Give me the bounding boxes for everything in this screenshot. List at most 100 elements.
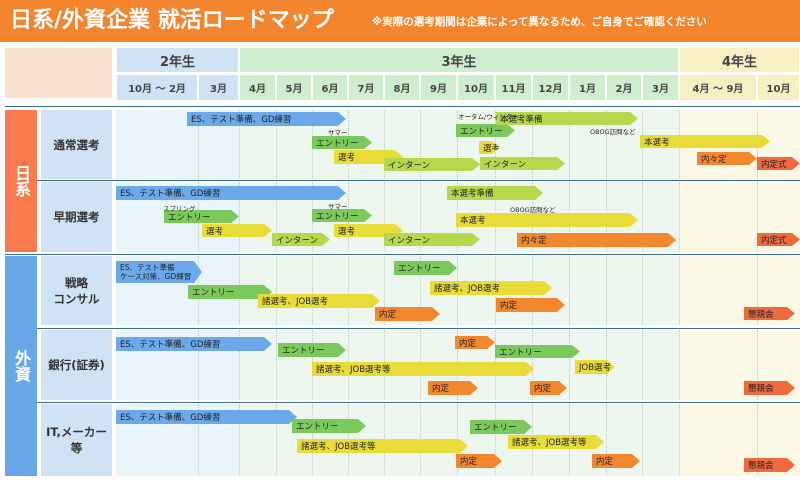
grid-line (384, 110, 385, 179)
timeline-bar: 内定 (530, 381, 567, 395)
grid-line (384, 256, 385, 325)
grid-line (642, 404, 643, 476)
bar-label: 内定 (379, 310, 397, 320)
timeline-bar: インターン (384, 158, 480, 171)
grid-line (606, 404, 607, 476)
timeline-bar: 内定 (456, 454, 502, 468)
small-annotation: OBOG訪問など (510, 206, 556, 214)
year-header-1: 2年生 (117, 48, 238, 72)
month-header: 7月 (349, 75, 383, 100)
small-annotation: サマー (328, 129, 348, 137)
bar-label: エントリー (316, 138, 359, 149)
timeline-bar: エントリー (495, 345, 580, 358)
timeline-bar: 懇親会 (744, 458, 795, 472)
bar-label: 本選考準備 (451, 189, 494, 199)
month-header: 10月 〜 2月 (117, 75, 197, 100)
timeline-bar: 本選考準備 (496, 112, 638, 125)
timeline-bar: 諸選考、JOB選考等 (297, 439, 468, 453)
bar-label: 本選考 (460, 216, 486, 226)
small-annotation: サマー (328, 203, 348, 211)
bar-label: 内定式 (761, 159, 787, 170)
timeline-bar: 内定 (455, 336, 495, 349)
bar-label: ES、テスト準備 ケース対策、GD練習 (120, 263, 192, 281)
grid-line (642, 256, 643, 325)
bar-label: 内定 (459, 338, 477, 349)
bar-label: 諸選考、JOB選考 (434, 284, 501, 294)
bar-label: インターン (388, 235, 431, 246)
grid-line (239, 182, 240, 252)
bar-label: エントリー (474, 423, 517, 433)
bar-label: エントリー (398, 264, 441, 274)
grid-line (348, 256, 349, 325)
bar-label: 内定 (596, 457, 614, 467)
grid-line (642, 330, 643, 400)
grid-line (420, 182, 421, 252)
bar-label: ES、テスト準備、GD練習 (191, 115, 292, 125)
grid-line (757, 330, 758, 400)
bar-label: エントリー (282, 346, 325, 356)
timeline-bar: 諸選考、JOB選考 (258, 294, 380, 308)
row-divider (5, 180, 800, 181)
title-bar (0, 0, 800, 42)
grid-line (198, 404, 199, 476)
row-divider (5, 106, 800, 107)
timeline-bar: 内定 (428, 381, 478, 395)
bar-label: 選考 (338, 226, 356, 237)
bar-label: エントリー (192, 288, 235, 298)
bar-label: 諸選考、JOB選考等 (316, 365, 391, 375)
bar-label: 諸選考、JOB選考 (262, 297, 329, 307)
timeline-bar: エントリー (292, 419, 366, 433)
bar-label: 本選考 (644, 137, 670, 148)
timeline-bar: ES、テスト準備、GD練習 (187, 112, 346, 126)
bar-label: 選考 (338, 153, 356, 163)
grid-line (757, 182, 758, 252)
grid-line (495, 404, 496, 476)
group-nikkei-text: 日系 (12, 165, 31, 197)
group-label-nikkei: 日系 (5, 110, 37, 252)
grid-line (679, 182, 680, 252)
small-annotation: スプリング (163, 205, 196, 213)
bar-label: 諸選考、JOB選考等 (579, 363, 612, 373)
category-label: 早期選考 (41, 182, 112, 252)
timeline-bar: エントリー (164, 210, 239, 223)
grid-line (198, 330, 199, 400)
year-header-2: 3年生 (240, 48, 678, 72)
bar-label: エントリー (460, 126, 503, 137)
month-header: 10月 (458, 75, 494, 100)
page-title: 日系/外資企業 就活ロードマップ (10, 8, 334, 33)
grid-line (276, 330, 277, 400)
bar-label: 内定 (534, 384, 552, 394)
grid-line (532, 110, 533, 179)
bar-label: ES、テスト準備、GD練習 (120, 340, 221, 350)
timeline-bar: ES、テスト準備、GD練習 (116, 337, 272, 351)
grid-line (569, 256, 570, 325)
timeline-bar: 諸選考、JOB選考等 (508, 435, 604, 449)
header-corner (5, 48, 112, 98)
year-header-3: 4年生 (680, 48, 799, 72)
bar-label: 懇親会 (748, 384, 774, 394)
timeline-bar: エントリー (278, 343, 346, 357)
bar-label: ES、テスト準備、GD練習 (120, 413, 221, 423)
grid-line (532, 330, 533, 400)
bar-label: 懇親会 (748, 309, 774, 320)
row-divider (5, 402, 800, 403)
grid-line (198, 110, 199, 179)
grid-line (679, 404, 680, 476)
grid-line (276, 110, 277, 179)
grid-line (420, 110, 421, 179)
timeline-bar: インターン (272, 233, 330, 246)
grid-line (642, 182, 643, 252)
bar-label: 諸選考、JOB選考等 (301, 442, 376, 452)
category-label: 通常選考 (41, 110, 112, 179)
bar-label: 選考 (206, 226, 224, 237)
grid-line (757, 404, 758, 476)
timeline-bar: 諸選考、JOB選考 (430, 281, 552, 295)
grid-line (757, 256, 758, 325)
timeline-bar: 本選考準備 (447, 186, 543, 200)
grid-line (239, 110, 240, 179)
bar-label: 諸選考、JOB選考等 (512, 438, 587, 448)
row-divider (5, 254, 800, 255)
timeline-bar: 内々定 (517, 233, 676, 247)
grid-line (569, 330, 570, 400)
timeline-bar: ES、テスト準備 ケース対策、GD練習 (116, 261, 202, 283)
